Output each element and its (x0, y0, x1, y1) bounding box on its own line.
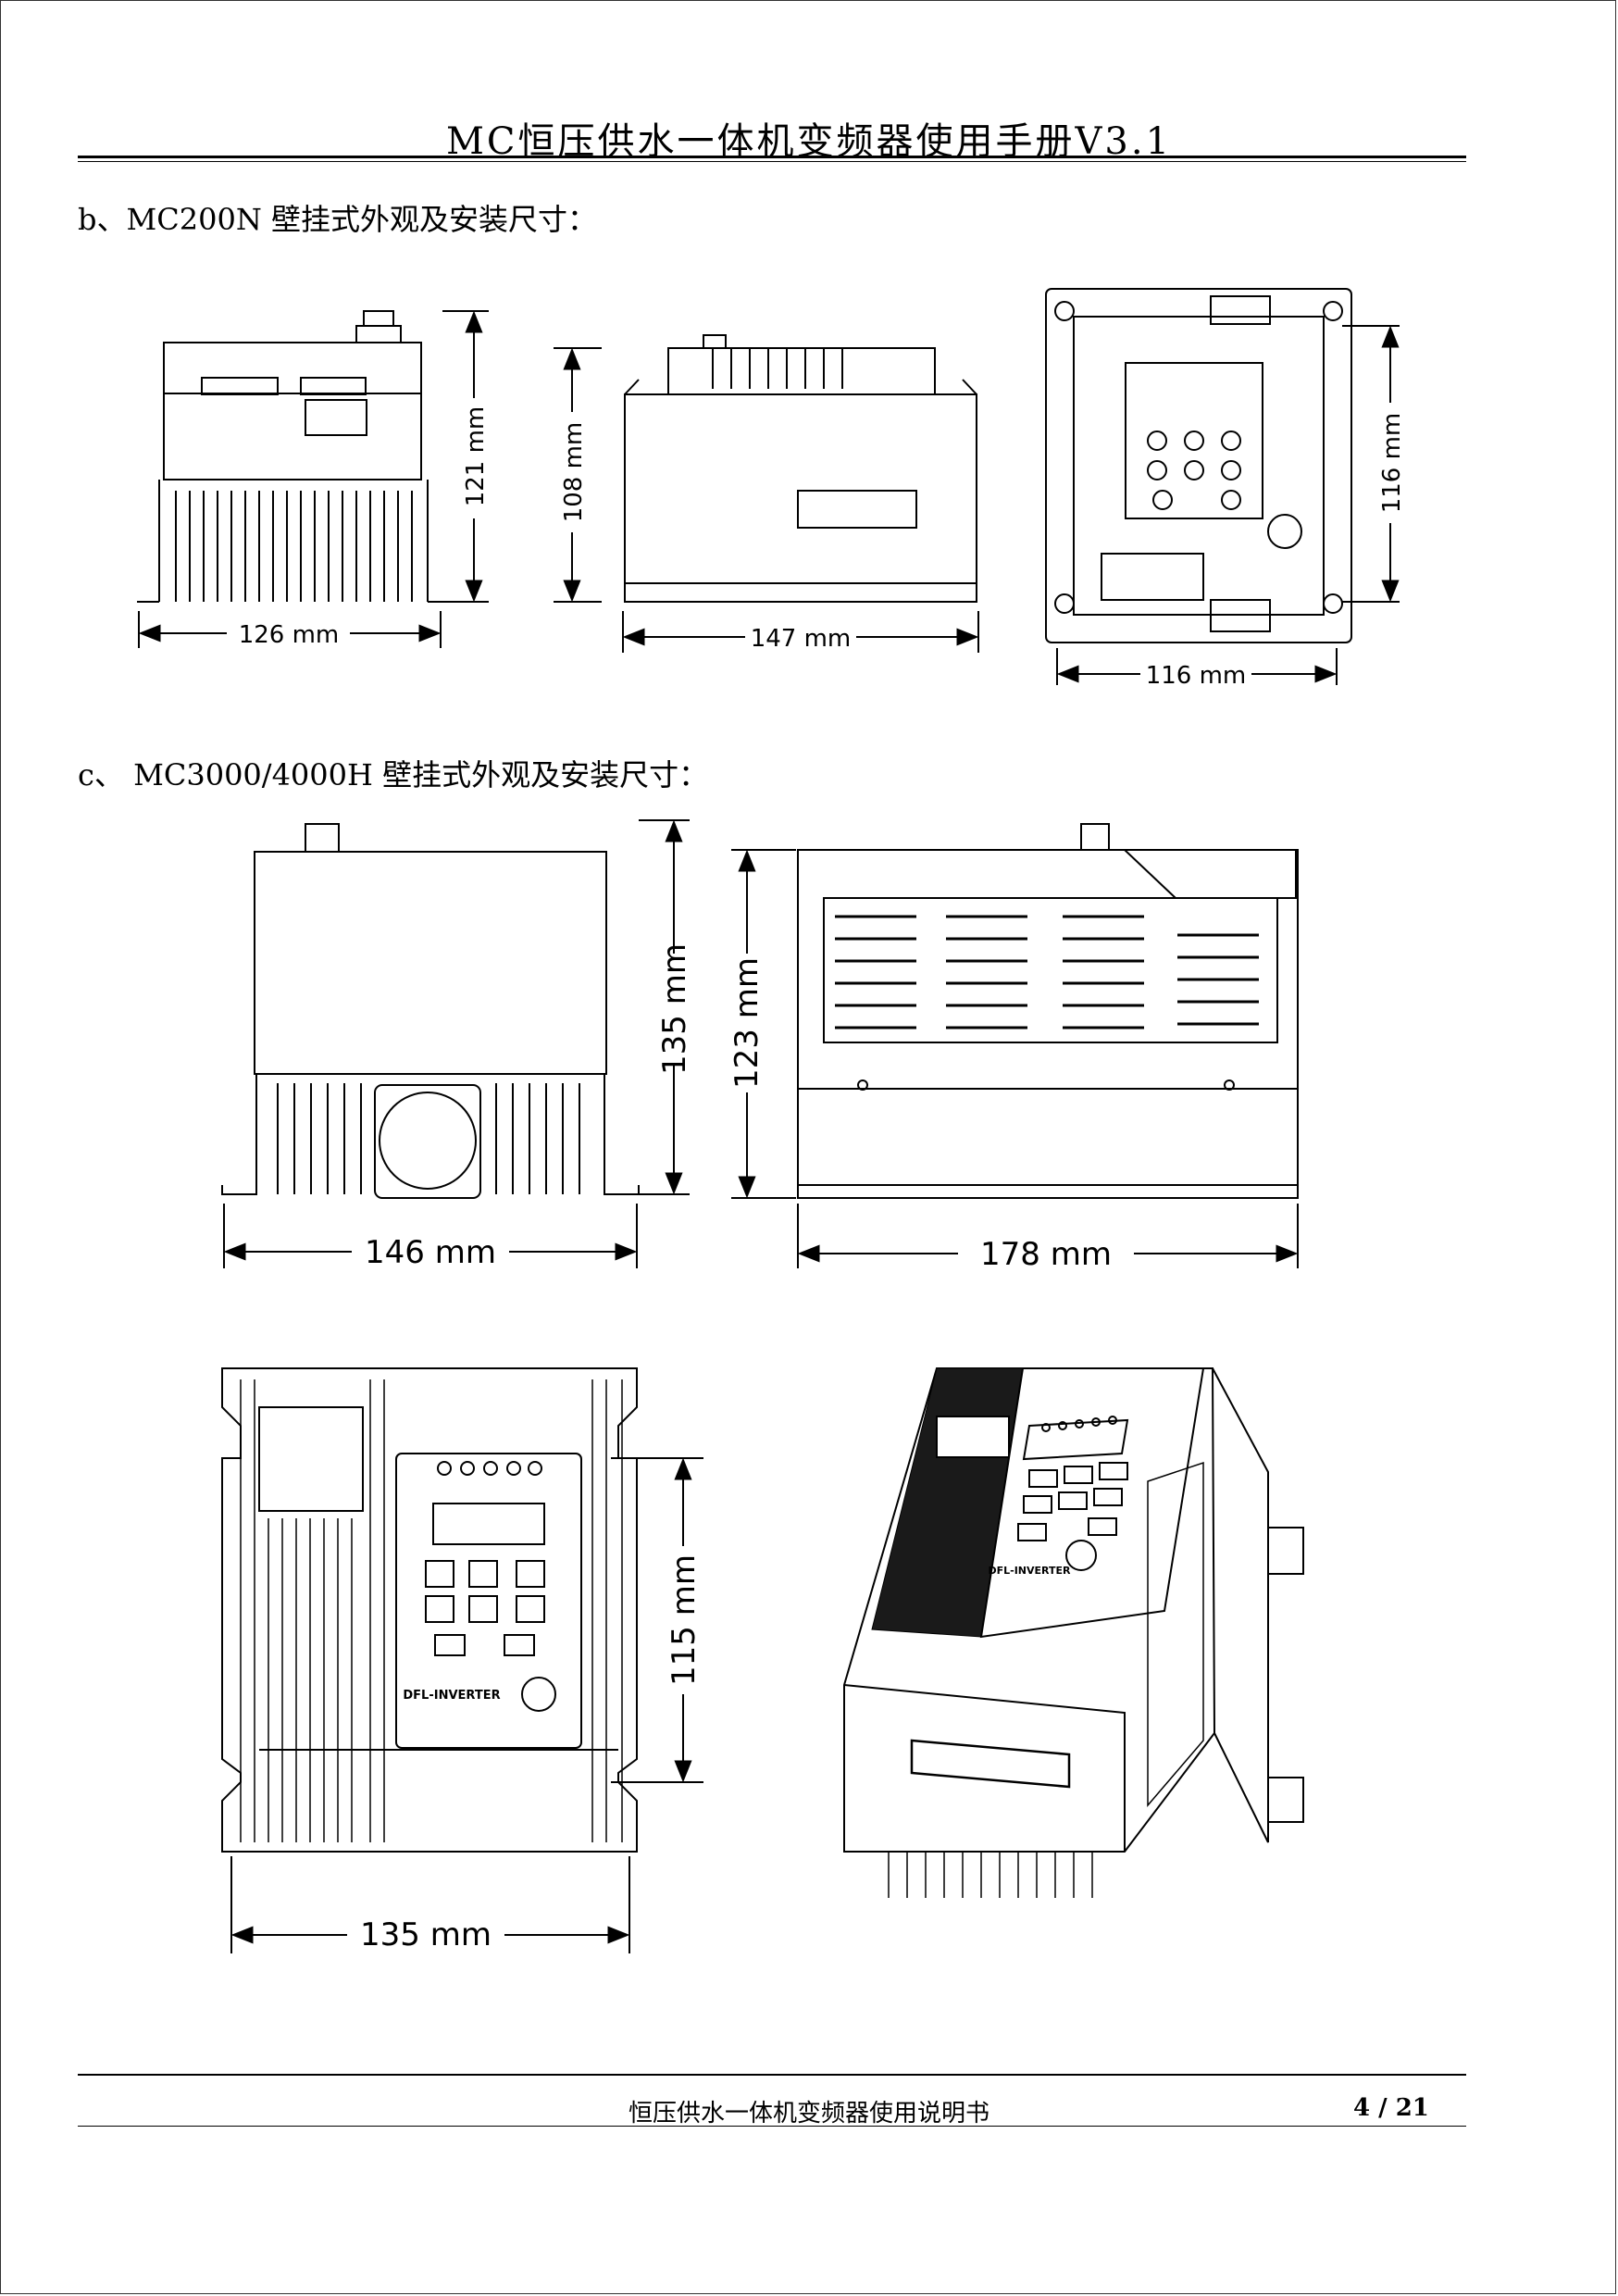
mc3000-top-view (221, 1367, 638, 1853)
mc200n-side-height-dim (554, 347, 602, 603)
mc3000-top-width-dim (230, 1856, 630, 1953)
mc3000-side-width-dim (797, 1204, 1299, 1268)
mc200n-back-width-dim (1056, 648, 1338, 685)
mc200n-back-height-label: 116 mm (1378, 413, 1406, 514)
mc200n-side-width-dim (622, 611, 979, 653)
mc3000-side-height-dim (731, 849, 796, 1199)
footer-rule-thin (78, 2126, 1466, 2127)
mc200n-back-height-dim (1342, 325, 1400, 603)
mc3000-front-width-label: 146 mm (365, 1234, 496, 1271)
footer-title: 恒压供水一体机变频器使用说明书 (628, 2100, 989, 2128)
mc200n-side-view (624, 334, 977, 603)
mc200n-front-view (137, 310, 442, 603)
mc3000-front-height-label: 135 mm (656, 943, 693, 1075)
mc200n-front-height-dim (442, 310, 489, 603)
mc200n-front-width-label: 126 mm (239, 621, 340, 649)
mc200n-back-width-label: 116 mm (1146, 662, 1247, 690)
mc3000-side-width-label: 178 mm (980, 1236, 1112, 1273)
mc200n-side-height-label: 108 mm (560, 422, 588, 523)
mc3000-front-width-dim (223, 1204, 638, 1268)
mc3000-front-height-dim (639, 819, 690, 1195)
mc200n-front-width-dim (138, 611, 442, 648)
mc3000-top-width-label: 135 mm (360, 1916, 492, 1953)
page-number: 4 / 21 (1353, 2094, 1429, 2122)
mc3000-top-height-dim (611, 1457, 703, 1783)
mc200n-back-view (1045, 288, 1352, 643)
mc200n-side-width-label: 147 mm (751, 625, 852, 653)
mc3000-top-panel-label: DFL-INVERTER (403, 1689, 500, 1703)
mc3000-side-view (797, 823, 1299, 1199)
section-b-heading: b、MC200N 壁挂式外观及安装尺寸： (78, 202, 597, 237)
mc3000-top-height-label: 115 mm (666, 1554, 703, 1686)
mc3000-iso-panel-label: DFL-INVERTER (988, 1565, 1071, 1577)
section-c-heading: c、 MC3000/4000H 壁挂式外观及安装尺寸： (78, 757, 709, 792)
mc200n-front-height-label: 121 mm (462, 406, 490, 507)
mc3000-isometric-view (843, 1367, 1304, 1898)
mc3000-side-height-label: 123 mm (728, 957, 765, 1089)
mc3000-front-view (221, 823, 640, 1199)
footer-rule-thick (78, 2074, 1466, 2076)
header-rule-thick (78, 156, 1466, 158)
header-rule-thin (78, 161, 1466, 162)
